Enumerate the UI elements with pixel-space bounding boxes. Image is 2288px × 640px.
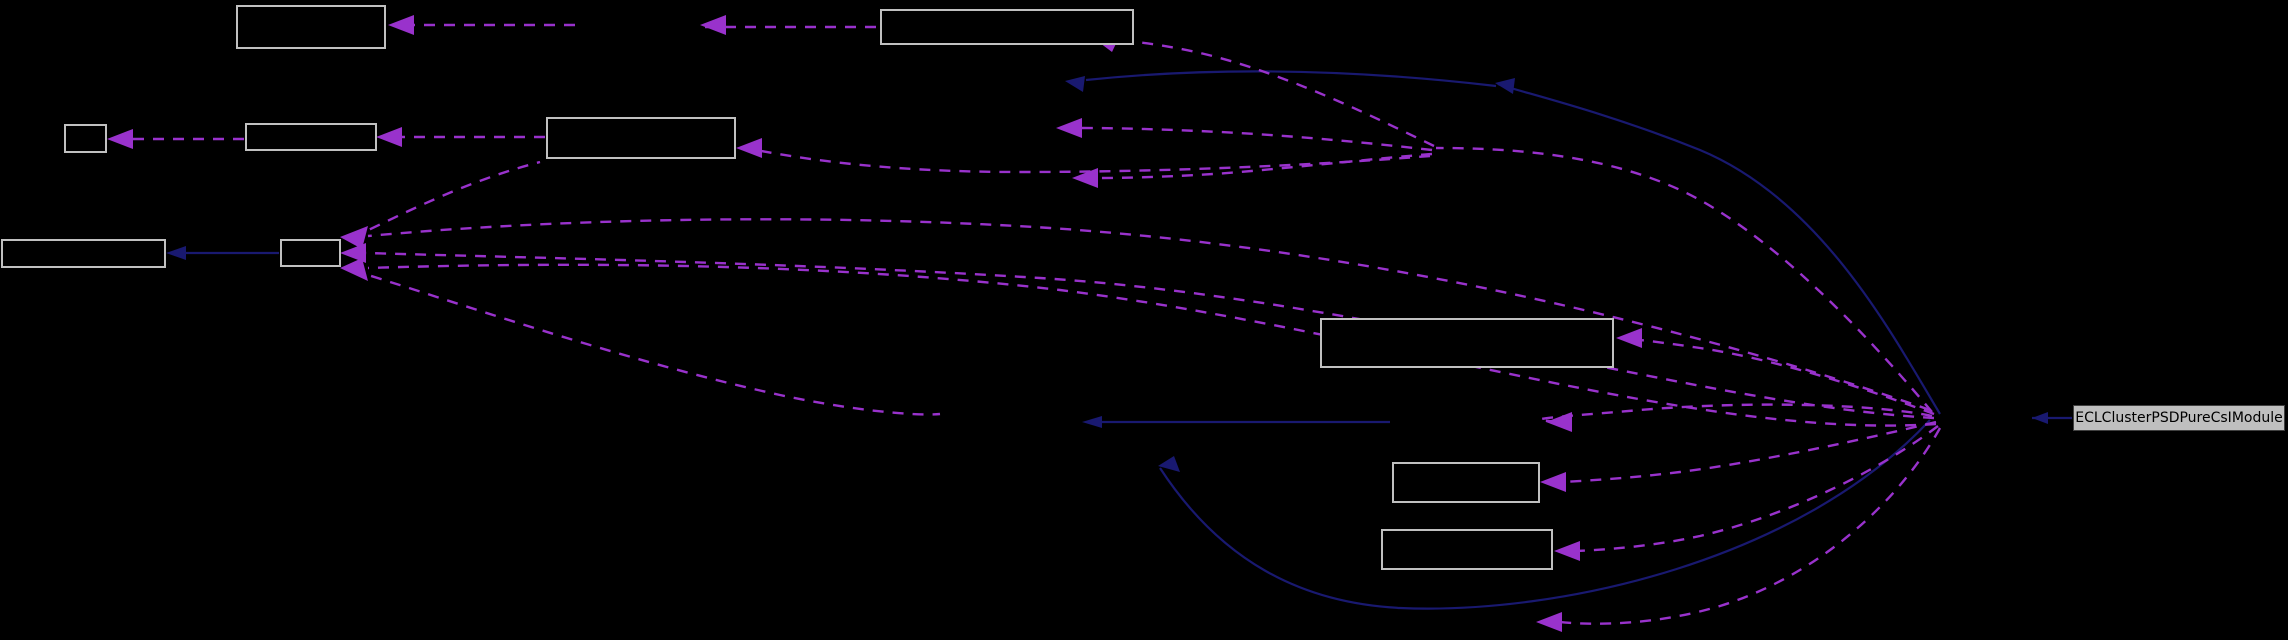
arrowhead-n5 <box>736 138 762 158</box>
arrowhead-hub7-c <box>340 258 368 281</box>
graph-node-focus-label: ECLClusterPSDPureCsIModule <box>2075 410 2283 426</box>
arrowhead-top-right <box>1495 78 1515 94</box>
arrowhead-hub7-b <box>340 243 366 263</box>
edge-u-n7-low <box>351 268 941 416</box>
arrowhead-n2-left <box>700 15 726 35</box>
graph-node-6[interactable] <box>1 239 166 268</box>
arrowhead-up-d <box>1072 168 1098 188</box>
edge-u-hub7-c <box>367 263 1937 427</box>
arrowhead-n1 <box>388 15 414 35</box>
edge-u-upB <box>1125 39 1435 148</box>
arrowhead-n6 <box>166 246 186 260</box>
graph-node-5[interactable] <box>546 117 736 159</box>
inheritance-edges <box>182 82 2072 610</box>
edge-u-n8 <box>1631 337 1935 416</box>
edge-u1 <box>1538 403 1933 424</box>
arrowhead-hub7-a <box>340 226 368 249</box>
edge-hub-to-top-right <box>1497 82 1941 415</box>
graph-node-3[interactable] <box>64 124 107 153</box>
arrowhead-u1 <box>1546 412 1572 432</box>
edge-u-n10 <box>1575 425 1939 553</box>
arrowhead-mid-straight <box>1082 416 1102 428</box>
usage-edges <box>128 23 1942 625</box>
edge-u-bottom <box>1559 427 1942 625</box>
edge-u-hub7-b <box>365 251 1935 420</box>
arrowhead-up-c <box>1056 118 1082 138</box>
edge-u-hub7-a <box>367 218 1931 412</box>
graph-node-2[interactable] <box>880 9 1134 45</box>
arrowhead-n8 <box>1616 328 1642 348</box>
edge-hub-to-lower-left <box>1159 419 1931 610</box>
arrowhead-top-right-2 <box>1065 76 1085 92</box>
arrowhead-n4 <box>376 127 402 147</box>
graph-node-7-hub[interactable] <box>280 239 341 267</box>
arrowhead-n9 <box>1540 472 1566 492</box>
edge-u-n5 <box>755 148 1431 174</box>
graph-node-9[interactable] <box>1392 462 1540 503</box>
edge-hub-to-top-left-arrow <box>1085 70 1497 88</box>
arrowhead-bottom <box>1536 612 1562 632</box>
arrowhead-n3 <box>107 129 133 149</box>
inheritance-arrowheads <box>166 76 2048 472</box>
graph-node-8[interactable] <box>1320 318 1614 368</box>
graph-node-focus-eclclusterpsdpurecsimodule[interactable]: ECLClusterPSDPureCsIModule <box>2073 405 2285 431</box>
graph-node-4[interactable] <box>245 123 377 151</box>
edge-u-upC <box>1081 126 1433 152</box>
arrowhead-focus <box>2032 412 2048 424</box>
inheritance-edges-2 <box>1085 70 1497 88</box>
graph-node-1[interactable] <box>236 5 386 49</box>
edge-u-upA <box>1435 146 1933 413</box>
graph-node-10[interactable] <box>1381 529 1553 570</box>
arrowhead-lower-left <box>1158 456 1180 472</box>
edge-u-n7-n5 <box>351 160 541 240</box>
edge-u-n9 <box>1561 420 1937 484</box>
arrowhead-n10 <box>1554 541 1580 561</box>
